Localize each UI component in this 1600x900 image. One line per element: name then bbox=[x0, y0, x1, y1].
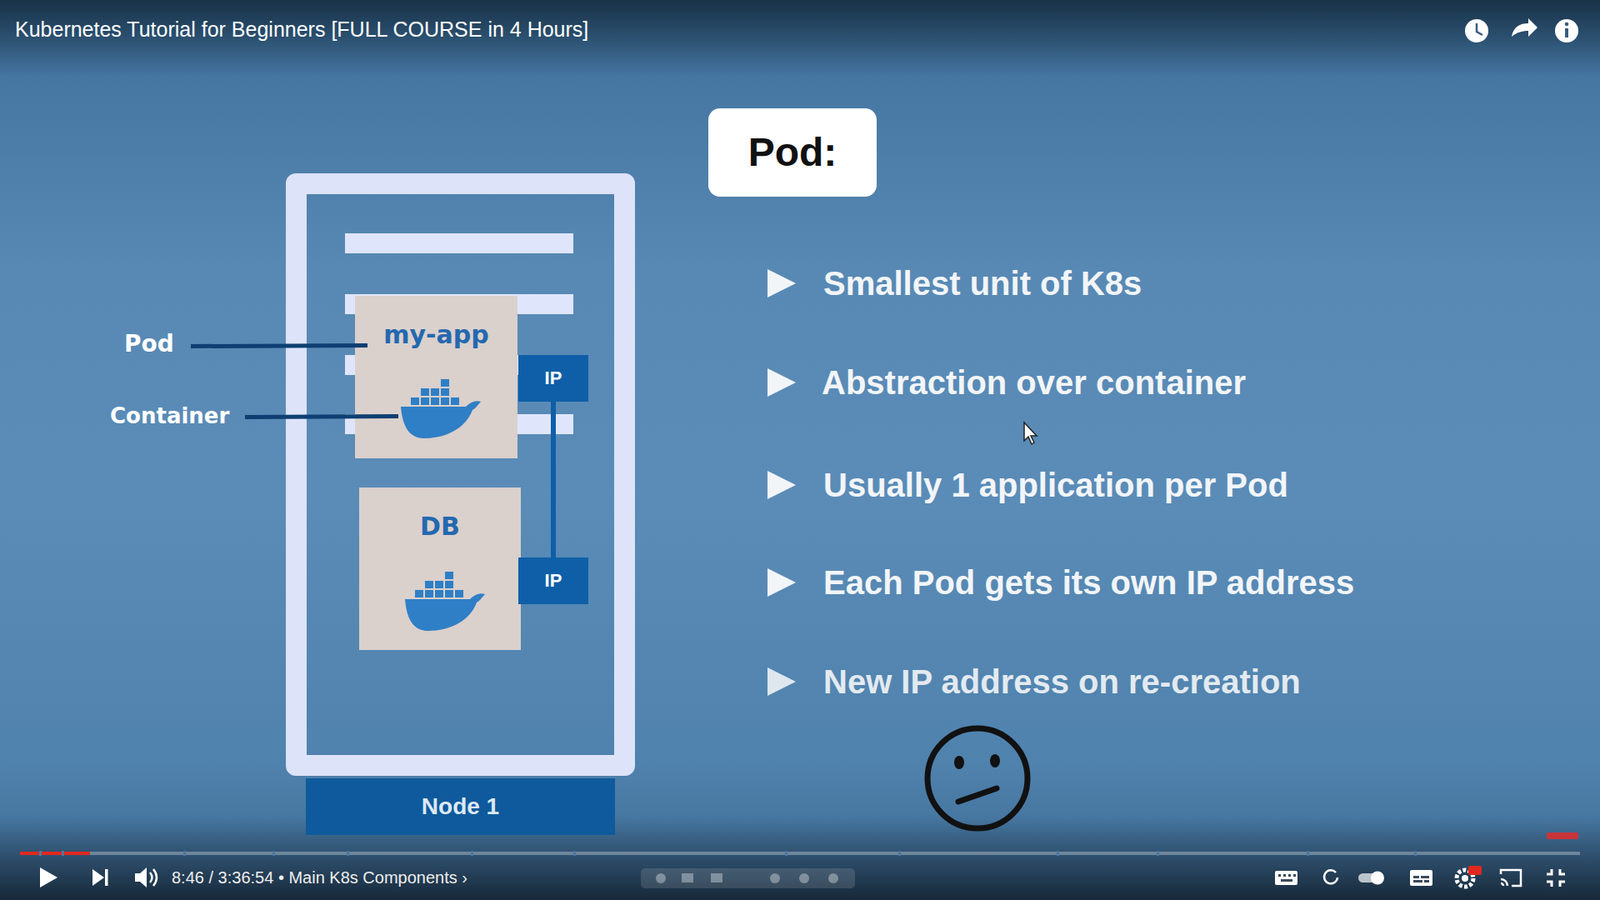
callout-label: Pod bbox=[124, 330, 175, 359]
autoplay-icon bbox=[1324, 870, 1338, 884]
clock-icon bbox=[1465, 19, 1489, 43]
play-icon bbox=[40, 867, 58, 888]
bullet-text: Each Pod gets its own IP address bbox=[823, 562, 1355, 603]
bullet-text: New IP address on re-creation bbox=[823, 661, 1301, 702]
pill-icons bbox=[655, 873, 839, 884]
docker-whale-icon bbox=[405, 571, 485, 631]
volume-icon bbox=[135, 867, 157, 888]
next-icon bbox=[92, 869, 109, 886]
video-title: Kubernetes Tutorial for Beginners [FULL … bbox=[15, 16, 589, 42]
share-icon bbox=[1511, 18, 1538, 37]
ip-link bbox=[550, 401, 556, 558]
node-frame bbox=[285, 173, 635, 776]
ip-label: IP bbox=[545, 367, 563, 389]
callout-label: Container bbox=[110, 403, 230, 430]
title-card: Pod: bbox=[708, 108, 877, 197]
ip-label: IP bbox=[545, 570, 563, 591]
pod-label: my-app bbox=[383, 320, 489, 350]
title-shade bbox=[0, 0, 1600, 75]
corner-badge bbox=[1546, 832, 1579, 840]
pod-label: DB bbox=[420, 512, 460, 542]
worker-node: my-appIP DB IP Node 1 bbox=[285, 173, 635, 835]
center-pill bbox=[640, 868, 855, 889]
cast-icon bbox=[1500, 870, 1521, 886]
node-label: Node 1 bbox=[421, 793, 500, 820]
info-icon bbox=[1555, 19, 1579, 43]
heading: Pod: bbox=[748, 129, 838, 175]
docker-whale-icon bbox=[400, 379, 481, 439]
confused-face bbox=[927, 728, 1028, 829]
progress-bar bbox=[20, 850, 1580, 856]
ip-badge: IP bbox=[518, 355, 589, 402]
time-chapter: 8:46 / 3:36:54 • Main K8s Components › bbox=[171, 867, 468, 888]
settings-icon bbox=[1456, 865, 1482, 887]
controls-shade bbox=[0, 816, 1600, 900]
bullet-text: Usually 1 application per Pod bbox=[823, 465, 1289, 505]
bullet-markers bbox=[767, 269, 796, 696]
bullet-text: Abstraction over container bbox=[821, 362, 1246, 403]
node-band: Node 1 bbox=[305, 778, 615, 835]
bullet-text: Smallest unit of K8s bbox=[823, 263, 1142, 304]
ip-badge: IP bbox=[518, 557, 589, 605]
keyboard-icon bbox=[1275, 870, 1298, 885]
subtitles-icon bbox=[1410, 870, 1433, 886]
exit-fullscreen-icon bbox=[1546, 869, 1565, 887]
mouse-cursor bbox=[1024, 422, 1037, 445]
toggle-icon bbox=[1358, 871, 1385, 885]
